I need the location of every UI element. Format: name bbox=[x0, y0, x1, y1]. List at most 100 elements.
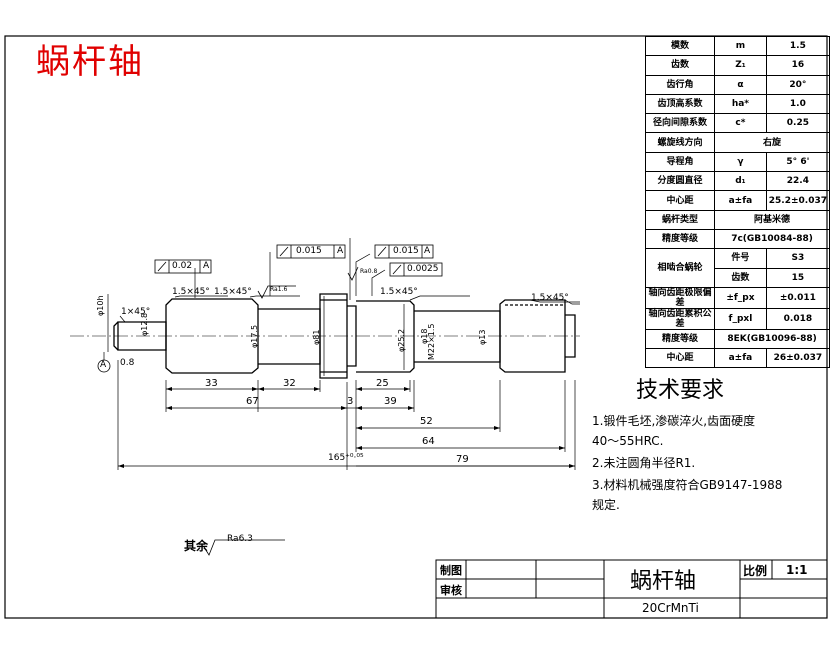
chamfer-1: 1.5×45° bbox=[172, 287, 210, 297]
dia-17: φ17.5 bbox=[250, 324, 259, 348]
chamfer-5: 1×45° bbox=[121, 307, 151, 317]
param-row: 蜗杆类型阿基米德 bbox=[644, 209, 830, 230]
param-name: 中心距 bbox=[644, 190, 716, 211]
roughness-general: Ra6.3 bbox=[227, 534, 253, 544]
gdt-tol-4: 0.0025 bbox=[407, 264, 439, 274]
param-name: 齿行角 bbox=[644, 74, 716, 95]
param-symbol: ha* bbox=[714, 93, 767, 115]
param-value: 16 bbox=[765, 55, 830, 76]
param-name: 径向间隙系数 bbox=[644, 113, 716, 134]
param-value: 22.4 bbox=[765, 171, 830, 192]
param-value: S3 bbox=[765, 248, 830, 269]
param-value: ±0.011 bbox=[765, 286, 830, 309]
requirement-line-3: 2.未注圆角半径R1. bbox=[592, 456, 696, 470]
param-name: 齿顶高系数 bbox=[644, 93, 716, 115]
requirement-line-5: 规定. bbox=[592, 498, 620, 512]
param-value: 26±0.037 bbox=[765, 348, 830, 369]
param-name: 轴向齿距累积公差 bbox=[644, 307, 716, 330]
param-value: 0.018 bbox=[765, 307, 830, 330]
dim-3: 3 bbox=[347, 396, 354, 407]
param-symbol: a±fa bbox=[714, 348, 767, 369]
gdt-tol-2: 0.015 bbox=[296, 246, 322, 256]
param-name: 分度圆直径 bbox=[644, 171, 716, 192]
dim-25: 25 bbox=[376, 378, 389, 389]
drawing-title-red: 蜗杆轴 bbox=[36, 42, 144, 82]
chamfer-3: 1.5×45° bbox=[380, 287, 418, 297]
dimension-lines bbox=[103, 238, 580, 470]
param-group-label: 相啮合蜗轮 bbox=[644, 248, 716, 288]
chamfer-4: 1.5×45° bbox=[531, 293, 569, 303]
param-name: 齿数 bbox=[644, 55, 716, 76]
title-block-grid bbox=[435, 559, 828, 619]
gdt-datum-2: A bbox=[337, 246, 344, 256]
param-value: 右旋 bbox=[714, 132, 830, 153]
param-symbol: c* bbox=[714, 113, 767, 134]
dim-64: 64 bbox=[422, 436, 435, 447]
gdt-datum-1: A bbox=[203, 261, 210, 271]
gdt-frames bbox=[97, 244, 443, 373]
dia-m22: M22×1.5 bbox=[427, 323, 436, 360]
param-value: 8EK(GB10096-88) bbox=[714, 328, 830, 350]
dim-33: 33 bbox=[205, 378, 218, 389]
param-value: 20° bbox=[765, 74, 830, 95]
param-symbol: Z₁ bbox=[714, 55, 767, 76]
param-symbol: m bbox=[714, 35, 767, 57]
requirements-title: 技术要求 bbox=[636, 378, 725, 403]
dim-79: 79 bbox=[456, 454, 469, 465]
param-name: 精度等级 bbox=[644, 228, 716, 250]
dia-12: φ12.8 bbox=[140, 312, 149, 336]
title-block-checked: 审核 bbox=[440, 584, 462, 597]
param-value: 0.25 bbox=[765, 113, 830, 134]
gdt-tol-3: 0.015 bbox=[393, 246, 419, 256]
title-block-drawn: 制图 bbox=[440, 564, 462, 577]
param-symbol: a±fa bbox=[714, 190, 767, 211]
param-symbol: f_pxl bbox=[714, 307, 767, 330]
title-block-scale-label: 比例 bbox=[743, 564, 768, 578]
title-block-name: 蜗杆轴 bbox=[630, 569, 697, 594]
title-block-scale: 1:1 bbox=[786, 563, 808, 577]
param-value: 15 bbox=[765, 267, 830, 288]
dim-39: 39 bbox=[384, 396, 397, 407]
param-value: 1.0 bbox=[765, 93, 830, 115]
requirement-line-4: 3.材料机械强度符合GB9147-1988 bbox=[592, 478, 783, 492]
param-name: 模数 bbox=[644, 35, 716, 57]
param-value: 5° 6' bbox=[765, 151, 830, 173]
param-value: 25.2±0.037 bbox=[765, 190, 830, 211]
roughness-symbols bbox=[203, 266, 359, 556]
chamfer-2: 1.5×45° bbox=[214, 287, 252, 297]
gdt-tol-1: 0.02 bbox=[172, 261, 193, 271]
param-name: 轴向齿距极限偏差 bbox=[644, 286, 716, 309]
roughness-ra08: Ra0.8 bbox=[360, 268, 378, 275]
dim-67: 67 bbox=[246, 396, 259, 407]
requirement-line-2: 40～55HRC. bbox=[592, 434, 664, 448]
dia-25: φ25.2 bbox=[397, 328, 406, 352]
requirement-line-1: 1.锻件毛坯,渗碳淬火,齿面硬度 bbox=[592, 414, 756, 428]
gdt-datum-3: A bbox=[424, 246, 431, 256]
param-name: 齿数 bbox=[714, 267, 767, 288]
param-row: 螺旋线方向右旋 bbox=[644, 132, 830, 153]
param-row: 轴向齿距极限偏差±f_px±0.011 bbox=[644, 286, 830, 309]
undercut-value: 0.8 bbox=[120, 358, 135, 368]
param-name: 螺旋线方向 bbox=[644, 132, 716, 153]
param-symbol: ±f_px bbox=[714, 286, 767, 309]
param-name: 件号 bbox=[714, 248, 767, 269]
roughness-ra16: Ra1.6 bbox=[270, 286, 288, 293]
param-value: 阿基米德 bbox=[714, 209, 830, 230]
param-symbol: d₁ bbox=[714, 171, 767, 192]
param-symbol: γ bbox=[714, 151, 767, 173]
